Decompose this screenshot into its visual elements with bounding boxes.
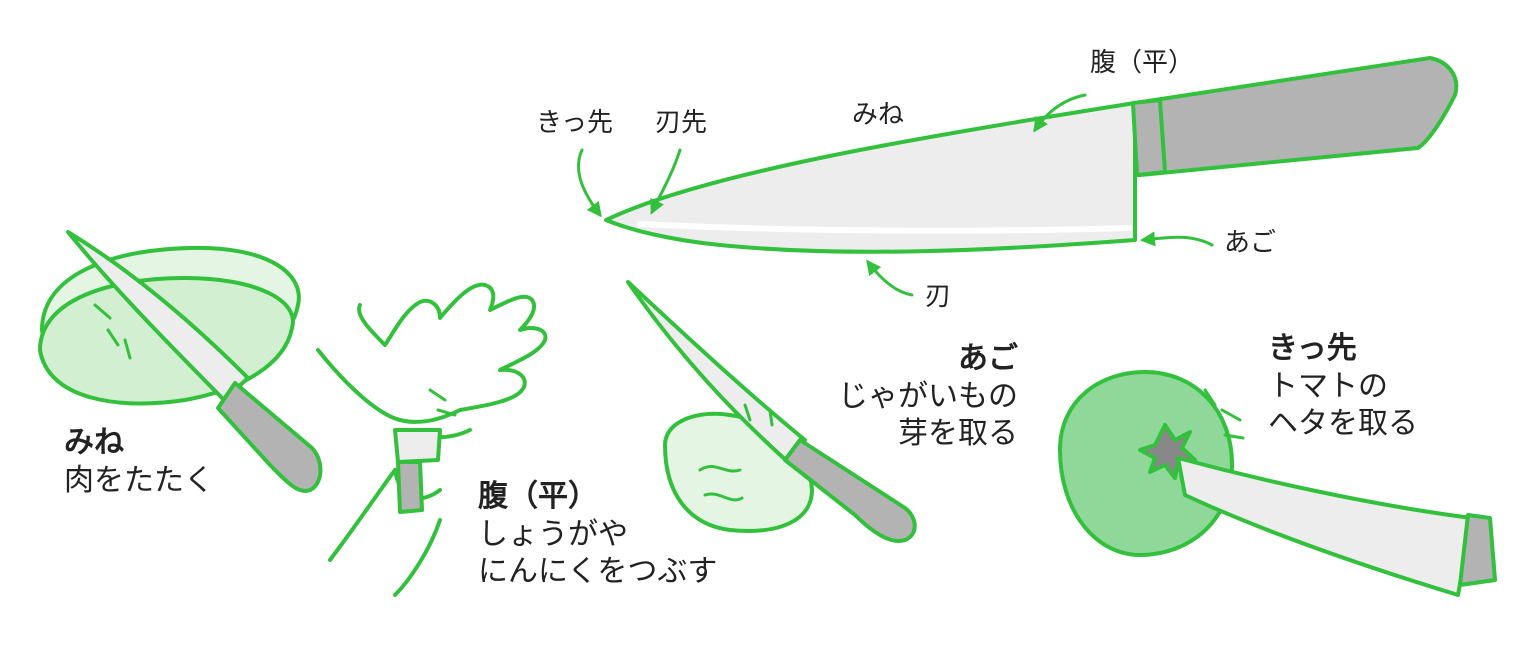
- main-knife-blade: [604, 101, 1137, 254]
- label-edge: 刃: [925, 282, 952, 312]
- meat-scene: [38, 230, 323, 493]
- caption-heel-title: あご: [958, 341, 1018, 376]
- arrow-heel: [1140, 231, 1214, 247]
- caption-tip-title: きっ先: [1268, 331, 1357, 366]
- potato-marks: [698, 403, 774, 502]
- caption-spine-line-1: 肉をたたく: [64, 462, 214, 498]
- caption-tip-line-2: ヘタを取る: [1268, 406, 1418, 441]
- potato-scene: [626, 280, 917, 543]
- caption-tip-line-1: トマトの: [1268, 368, 1388, 404]
- potato-knife-handle: [783, 438, 917, 543]
- arrow-flat: [1033, 93, 1087, 133]
- caption-flat-line-2: にんにくをつぶす: [478, 554, 718, 589]
- caption-flat-title: 腹（平）: [478, 479, 598, 514]
- caption-spine-title: みね: [64, 425, 124, 460]
- hand-outline: [316, 282, 548, 424]
- meat-knife-handle: [216, 381, 323, 493]
- label-flat: 腹（平）: [1090, 48, 1195, 78]
- label-spine: みね: [852, 100, 905, 130]
- caption-heel: あご じゃがいもの 芽を取る: [823, 340, 1018, 453]
- tomato-scene: [1058, 370, 1497, 597]
- label-blade-tip: 刃先: [655, 108, 708, 138]
- palm-impact-marks: [428, 388, 457, 417]
- tomato: [1058, 370, 1234, 557]
- caption-flat: 腹（平） しょうがや にんにくをつぶす: [478, 478, 717, 591]
- main-knife-bolster: [1131, 98, 1167, 177]
- main-knife: [604, 56, 1459, 254]
- tomato-knife-blade: [1176, 456, 1474, 597]
- caption-tip: きっ先 トマトの ヘタを取る: [1268, 330, 1418, 443]
- tomato-knife-handle: [1458, 513, 1497, 587]
- label-tip: きっ先: [536, 108, 613, 138]
- tomato-stem: [1138, 423, 1197, 480]
- caption-heel-line-1: じゃがいもの: [838, 378, 1018, 414]
- label-heel: あご: [1224, 228, 1277, 258]
- main-knife-handle: [1133, 56, 1459, 177]
- arrow-edge: [866, 259, 914, 297]
- palm-knife: [393, 428, 442, 514]
- arrow-tip: [577, 148, 602, 218]
- arrow-blade-tip: [650, 148, 682, 215]
- caption-heel-line-2: 芽を取る: [898, 416, 1018, 451]
- main-knife-edge-highlight: [637, 221, 1133, 234]
- tomato-marks: [1203, 388, 1245, 440]
- caption-spine: みね 肉をたたく: [64, 424, 214, 499]
- meat-impact-marks: [93, 303, 132, 360]
- forearm: [328, 468, 442, 597]
- main-knife-arrows: [577, 93, 1214, 297]
- caption-flat-line-1: しょうがや: [478, 516, 628, 552]
